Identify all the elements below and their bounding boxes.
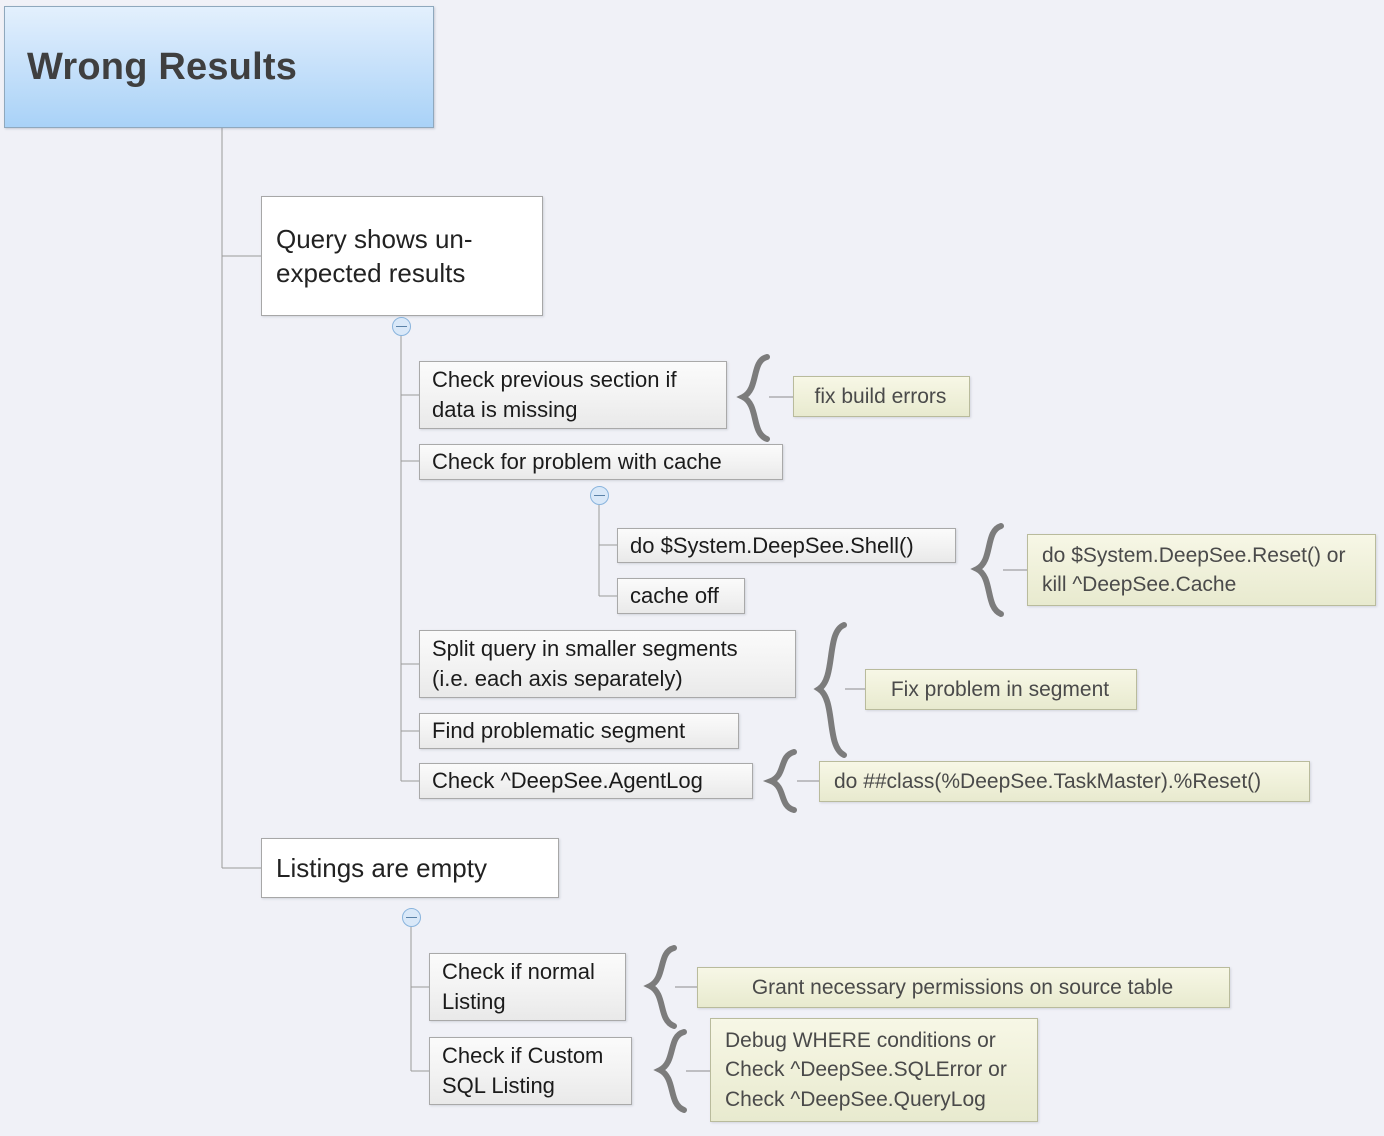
sub-node-label: Check if normal Listing [442,959,595,1014]
collapse-toggle-query-shows-unexpected-results[interactable] [392,317,411,336]
sub-node-label: Check ^DeepSee.AgentLog [432,768,703,794]
branch-node-label: Listings are empty [276,852,487,883]
callout-taskmaster-reset[interactable]: do ##class(%DeepSee.TaskMaster).%Reset() [819,761,1310,802]
sub-node-label: do $System.DeepSee.Shell() [630,532,914,558]
callout-label: Grant necessary permissions on source ta… [751,975,1174,999]
callout-label: Debug WHERE conditions or Check ^DeepSee… [725,1028,1007,1111]
collapse-toggle-listings-are-empty[interactable] [402,908,421,927]
branch-node-query-shows-unexpected-results[interactable]: Query shows un- expected results [261,196,543,316]
root-node[interactable]: Wrong Results [4,6,434,128]
sub-node-check-for-problem-with-cache[interactable]: Check for problem with cache [419,444,783,480]
sub-node-check-if-normal-listing[interactable]: Check if normal Listing [429,953,626,1021]
sub-node-label: Check if Custom SQL Listing [442,1043,604,1098]
callout-label: do $System.DeepSee.Reset() or kill ^Deep… [1042,543,1346,596]
brace-connector [643,945,680,1029]
branch-node-listings-are-empty[interactable]: Listings are empty [261,838,559,898]
sub-node-do-deepsee-shell[interactable]: do $System.DeepSee.Shell() [617,528,956,563]
root-node-label: Wrong Results [27,45,298,88]
brace-connector [970,523,1007,617]
sub-node-label: Check previous section if data is missin… [432,367,677,422]
sub-node-cache-off[interactable]: cache off [617,578,745,614]
callout-fix-build-errors[interactable]: fix build errors [793,376,970,417]
callout-label: fix build errors [814,384,947,408]
callout-deepsee-reset-or-kill-cache[interactable]: do $System.DeepSee.Reset() or kill ^Deep… [1027,534,1376,606]
callout-fix-problem-in-segment[interactable]: Fix problem in segment [865,669,1137,710]
collapse-toggle-check-for-problem-with-cache[interactable] [590,486,609,505]
sub-node-check-previous-section[interactable]: Check previous section if data is missin… [419,361,727,429]
callout-label: do ##class(%DeepSee.TaskMaster).%Reset() [834,769,1262,793]
sub-node-check-deepsee-agentlog[interactable]: Check ^DeepSee.AgentLog [419,763,753,799]
sub-node-split-query-in-smaller-segments[interactable]: Split query in smaller segments (i.e. ea… [419,630,796,698]
sub-node-label: Find problematic segment [432,718,686,744]
brace-connector [653,1029,690,1113]
sub-node-check-if-custom-sql-listing[interactable]: Check if Custom SQL Listing [429,1037,632,1105]
sub-node-label: Split query in smaller segments (i.e. ea… [432,636,738,691]
callout-grant-necessary-permissions[interactable]: Grant necessary permissions on source ta… [697,967,1230,1008]
brace-connector [762,749,800,813]
callout-label: Fix problem in segment [890,677,1110,701]
callout-debug-where-conditions[interactable]: Debug WHERE conditions or Check ^DeepSee… [710,1018,1038,1122]
sub-node-label: cache off [630,583,719,609]
brace-connector [812,622,850,758]
sub-node-find-problematic-segment[interactable]: Find problematic segment [419,713,739,749]
brace-connector [736,354,773,442]
sub-node-label: Check for problem with cache [432,449,722,475]
branch-node-label: Query shows un- expected results [276,223,473,288]
